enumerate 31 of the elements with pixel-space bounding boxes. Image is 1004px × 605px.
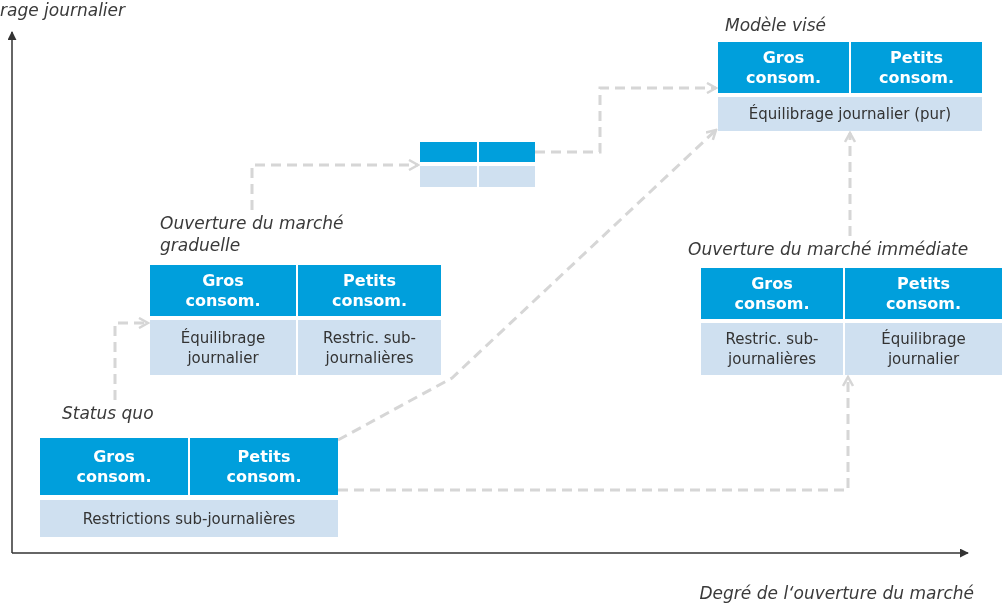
dashed-arrow: [113, 316, 150, 400]
dashed-arrow: [843, 131, 857, 236]
header-cell: Gros consom.: [718, 42, 849, 93]
header-cell: [479, 142, 535, 162]
dashed-arrow: [535, 81, 718, 154]
block-heading: Ouverture du marché immédiate: [688, 238, 969, 260]
body-cell: Équilibrage journalier: [150, 320, 296, 375]
body-cell: Équilibrage journalier (pur): [718, 97, 982, 131]
body-cell: Restric. sub-journalières: [701, 323, 843, 375]
block-heading: Ouverture du marché graduelle: [160, 212, 345, 256]
header-cell: Gros consom.: [701, 268, 843, 319]
axis-label: rage journalier: [0, 0, 126, 20]
body-cell: Équilibrage journalier: [845, 323, 1002, 375]
body-cell: Restrictions sub-journalières: [40, 500, 338, 537]
header-cell: Petits consom.: [298, 265, 441, 316]
header-cell: Petits consom.: [190, 438, 338, 495]
dashed-arrow: [250, 158, 420, 210]
dashed-arrow: [338, 375, 855, 492]
header-cell: Gros consom.: [150, 265, 296, 316]
body-cell: Restric. sub-journalières: [298, 320, 441, 375]
header-cell: [420, 142, 477, 162]
axis-label: Degré de l‘ouverture du marché: [699, 583, 974, 603]
dashed-arrow: [337, 128, 718, 442]
table-grid: [420, 142, 535, 187]
body-cell: [420, 166, 477, 187]
header-cell: Petits consom.: [845, 268, 1002, 319]
header-cell: Petits consom.: [851, 42, 982, 93]
body-cell: [479, 166, 535, 187]
block-heading: Status quo: [62, 402, 154, 424]
header-cell: Gros consom.: [40, 438, 188, 495]
block-heading: Modèle visé: [725, 14, 826, 36]
